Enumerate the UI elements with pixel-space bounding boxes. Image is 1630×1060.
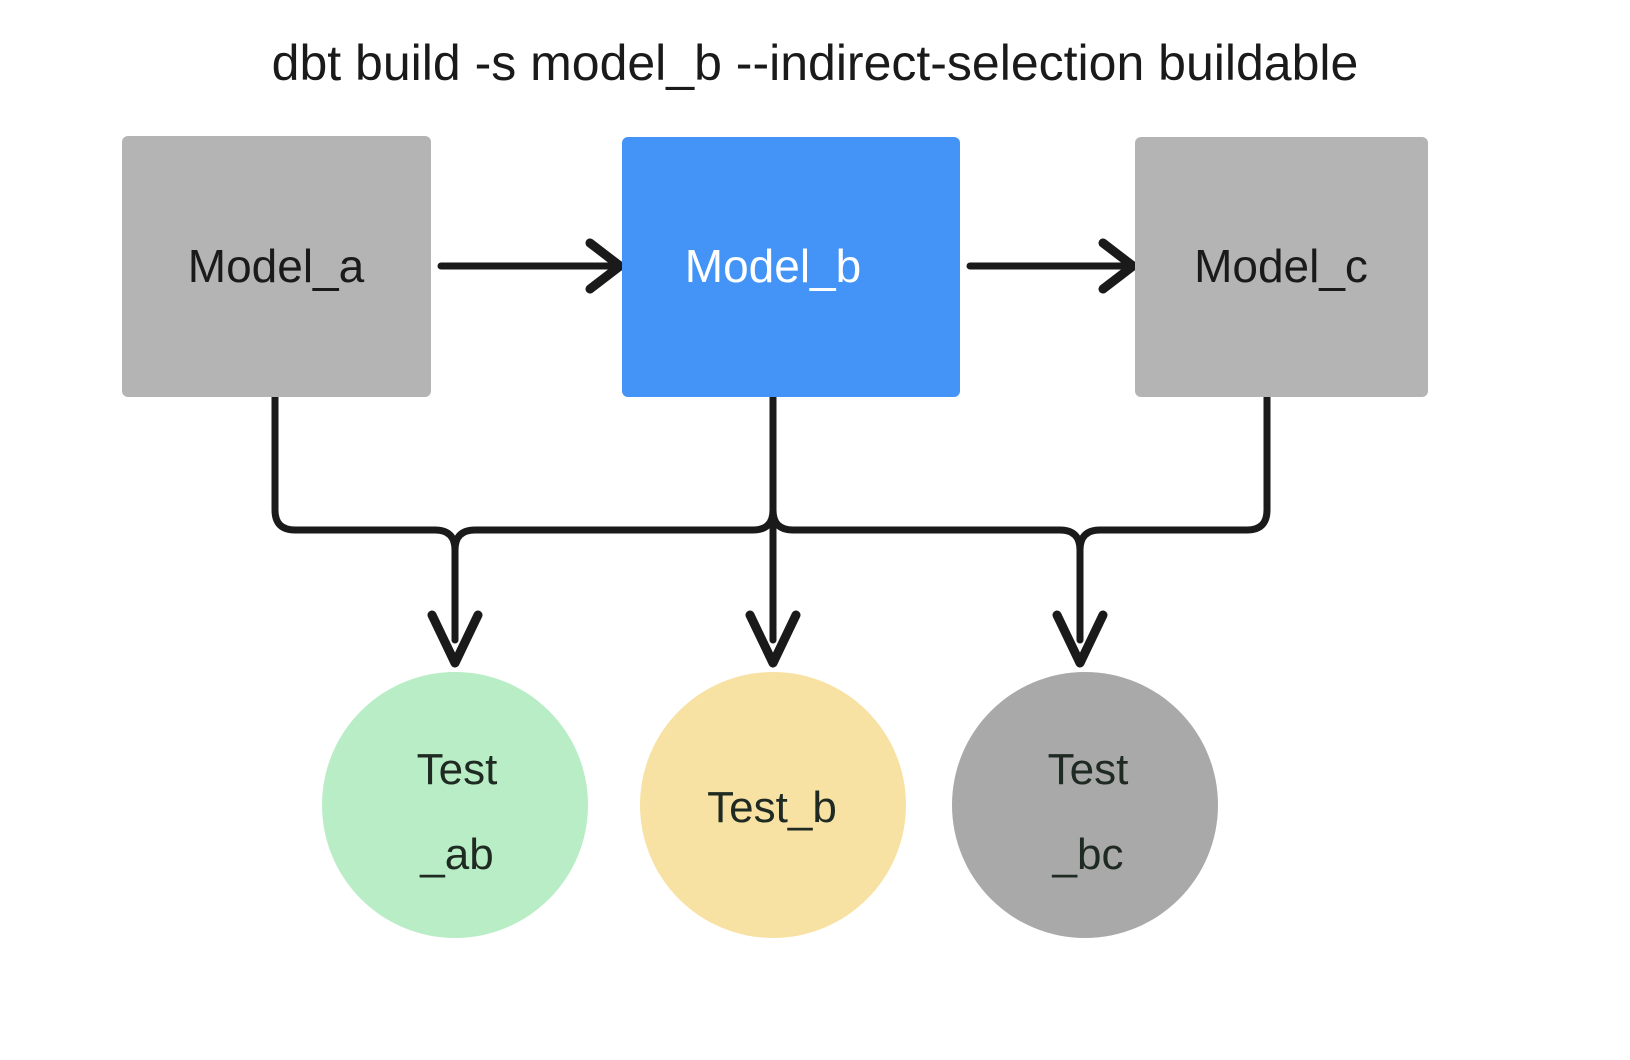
test-node-test_ab[interactable]: Test _ab: [322, 672, 588, 938]
test-ab-circle[interactable]: [322, 672, 588, 938]
model-a-box[interactable]: [122, 136, 431, 397]
edge-model-a-to-test-ab: [271, 393, 483, 668]
edge-model-b-to-test-ab: [451, 393, 777, 554]
model-c-label: Model_c: [1194, 240, 1368, 292]
test-bc-label-line-1: Test: [1048, 745, 1129, 794]
model-a-label: Model_a: [188, 240, 365, 292]
test-b-circle[interactable]: [640, 672, 906, 938]
model-node-model_b[interactable]: Model_b: [622, 137, 960, 397]
model-node-model_a[interactable]: Model_a: [122, 136, 431, 397]
edge-model-c-to-test-bc: [1076, 393, 1271, 554]
edge-layer: [271, 238, 1271, 668]
test-node-test_bc[interactable]: Test _bc: [952, 672, 1218, 938]
model-b-box[interactable]: [622, 137, 960, 397]
model-c-box[interactable]: [1135, 137, 1428, 397]
test-bc-label-line-2: _bc: [1052, 830, 1124, 879]
test-bc-circle[interactable]: [952, 672, 1218, 938]
test-ab-label-line-1: Test: [417, 745, 498, 794]
edge-model-b-to-test-bc: [769, 506, 1108, 668]
edge-model-a-to-model-b: [437, 238, 625, 294]
page-title: dbt build -s model_b --indirect-selectio…: [272, 35, 1359, 91]
model-b-label: Model_b: [685, 240, 861, 292]
model-node-model_c[interactable]: Model_c: [1135, 137, 1428, 397]
edge-model-b-to-model-c: [966, 238, 1138, 294]
test-b-label-line-1: Test_b: [707, 783, 837, 832]
test-node-test_b[interactable]: Test_b: [640, 672, 906, 938]
test-ab-label-line-2: _ab: [419, 830, 493, 879]
